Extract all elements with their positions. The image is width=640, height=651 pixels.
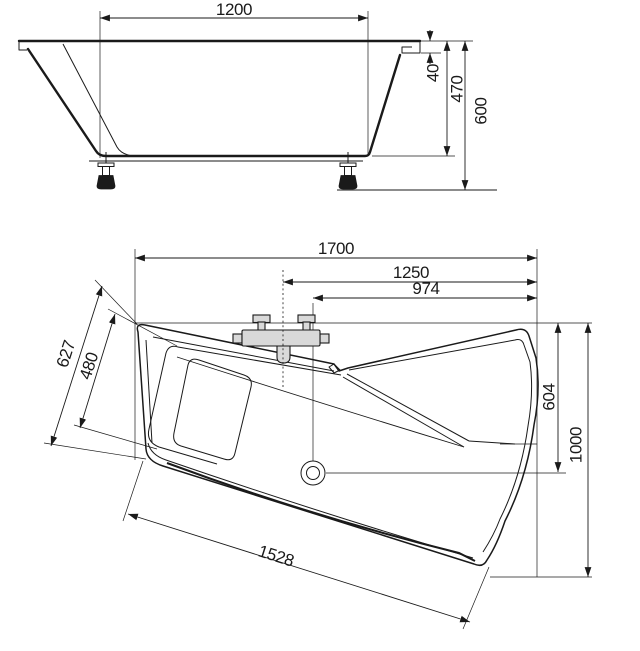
dim-627-line bbox=[50, 285, 103, 447]
faucet-spout bbox=[276, 345, 291, 364]
dim-974-label: 974 bbox=[412, 279, 439, 298]
dim-480-ext-bottom bbox=[73, 424, 158, 450]
dimension-1200: 1200 bbox=[99, 0, 369, 158]
deck-front-edge-upper bbox=[346, 373, 470, 442]
dim-1528-ext-right bbox=[462, 566, 490, 630]
dimension-1000: 1000 bbox=[567, 323, 592, 577]
dimension-974: 974 bbox=[313, 279, 537, 302]
basin-floor-left bbox=[173, 358, 252, 461]
side-elevation-view: 1200 40 470 600 bbox=[17, 0, 497, 191]
dim-480-ext-top bbox=[107, 308, 178, 347]
tub-inner-rim-top-left bbox=[152, 336, 335, 372]
tub-inner-rim-left bbox=[145, 339, 153, 444]
plan-view: 1700 1250 974 604 1000 627 bbox=[43, 239, 592, 630]
foot-right bbox=[338, 152, 358, 190]
dim-600-label: 600 bbox=[472, 97, 491, 124]
foot-left bbox=[96, 152, 116, 190]
tub-inner-rim-right bbox=[348, 339, 533, 553]
faucet-tab-left bbox=[232, 333, 243, 344]
foot-right-pad bbox=[338, 175, 358, 190]
dimension-600: 600 bbox=[461, 41, 491, 190]
dim-627-ext-bottom bbox=[43, 442, 147, 460]
faucet-tab-right bbox=[319, 333, 330, 344]
basin-left-wall-outer bbox=[148, 345, 218, 465]
foot-left-bar bbox=[97, 162, 115, 167]
dim-1250-label: 1250 bbox=[393, 263, 429, 282]
dim-1528-label: 1528 bbox=[256, 541, 296, 570]
basin-bottom-edge bbox=[166, 462, 476, 562]
backrest-contour bbox=[176, 356, 465, 448]
rim-notch-detail bbox=[328, 363, 341, 374]
dim-604-label: 604 bbox=[540, 383, 559, 410]
deck-bottom-edge bbox=[468, 440, 516, 445]
drain-inner-circle bbox=[306, 466, 320, 480]
faucet-fixture bbox=[232, 270, 330, 387]
basin-top-edge bbox=[177, 346, 342, 376]
tub-inner-wall-line bbox=[62, 43, 133, 157]
tub-inner-rim-bottom bbox=[147, 442, 474, 559]
dim-627-ext-top bbox=[94, 279, 138, 325]
dim-1200-label: 1200 bbox=[216, 0, 252, 19]
foot-left-pad bbox=[96, 175, 116, 190]
dim-480-line bbox=[79, 313, 116, 429]
tub-outer-rim bbox=[136, 323, 539, 567]
foot-left-stem bbox=[102, 166, 110, 176]
dimension-1250: 1250 bbox=[283, 263, 537, 286]
dim-627-label: 627 bbox=[53, 338, 79, 370]
dim-1700-label: 1700 bbox=[318, 239, 354, 258]
dim-470-label: 470 bbox=[448, 75, 467, 102]
dim-1528-line bbox=[127, 513, 471, 623]
dimension-604: 604 bbox=[540, 323, 562, 472]
foot-right-bar bbox=[339, 162, 357, 167]
tub-left-lip bbox=[18, 41, 27, 51]
dimension-480: 480 bbox=[73, 308, 178, 450]
dim-40-label: 40 bbox=[424, 64, 443, 82]
dimension-1700: 1700 bbox=[135, 239, 537, 262]
dimension-1528: 1528 bbox=[122, 460, 490, 630]
tub-right-lip bbox=[401, 41, 421, 54]
dim-1528-ext-left bbox=[122, 460, 144, 522]
deck-front-edge-lower bbox=[342, 376, 465, 448]
tub-side-profile bbox=[26, 47, 402, 158]
foot-right-stem bbox=[344, 166, 352, 176]
faucet-knob-cap-right bbox=[297, 314, 316, 324]
faucet-knob-cap-left bbox=[252, 314, 271, 324]
dim-1000-label: 1000 bbox=[567, 427, 586, 463]
drain-outer-circle bbox=[300, 460, 326, 486]
faucet-body bbox=[241, 329, 321, 347]
